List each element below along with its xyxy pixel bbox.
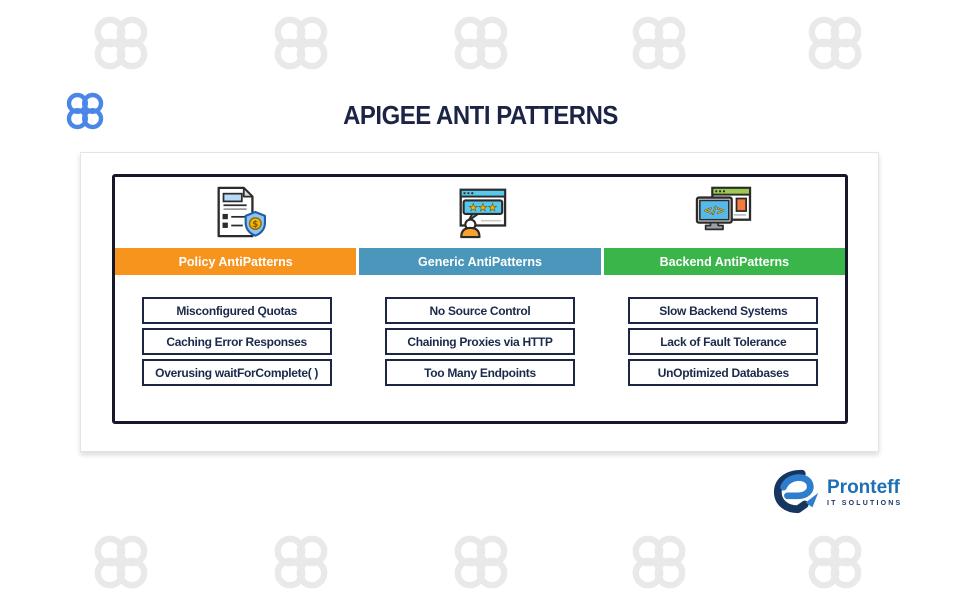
column-header-label: Generic AntiPatterns: [418, 254, 542, 269]
backend-column: Slow Backend Systems Lack of Fault Toler…: [602, 297, 845, 386]
column-header-backend: Backend AntiPatterns: [603, 248, 845, 275]
knot-watermark-icon: [92, 14, 150, 72]
policy-document-shield-icon: $: [217, 186, 266, 238]
pronteff-name: Pronteff: [827, 476, 900, 498]
knot-watermark-icon: [272, 14, 330, 72]
svg-text:★: ★: [468, 202, 478, 214]
user-review-browser-icon: ★ ★ ★: [459, 188, 507, 239]
knot-watermark-icon: [92, 533, 150, 591]
page-title: APIGEE ANTI PATTERNS: [343, 100, 618, 130]
knot-watermark-icon: [272, 533, 330, 591]
svg-text:★: ★: [488, 202, 498, 214]
antipattern-box: Misconfigured Quotas: [141, 297, 332, 324]
pronteff-logo: Pronteff IT SOLUTIONS: [773, 468, 902, 514]
antipattern-columns: Misconfigured Quotas Caching Error Respo…: [115, 297, 845, 386]
code-monitor-icon: </>: [696, 186, 752, 231]
column-header-label: Policy AntiPatterns: [178, 254, 293, 269]
antipattern-box: Lack of Fault Tolerance: [628, 328, 819, 355]
backend-icon-cell: </>: [602, 185, 845, 239]
svg-text:$: $: [252, 220, 258, 230]
pronteff-logo-text: Pronteff IT SOLUTIONS: [827, 476, 903, 507]
column-headers-row: Policy AntiPatterns Generic AntiPatterns…: [115, 248, 845, 275]
antipattern-box: Chaining Proxies via HTTP: [384, 328, 575, 355]
knot-watermark-icon: [452, 14, 510, 72]
pronteff-logo-mark-icon: [773, 469, 819, 514]
knot-watermark-icon: [630, 14, 688, 72]
policy-icon-cell: $: [115, 185, 358, 239]
antipattern-box: Caching Error Responses: [141, 328, 332, 355]
diagram-card: $ ★ ★ ★: [80, 152, 879, 452]
column-header-policy: Policy AntiPatterns: [115, 248, 357, 275]
knot-watermark-icon: [452, 533, 510, 591]
generic-column: No Source Control Chaining Proxies via H…: [358, 297, 601, 386]
antipattern-box: Slow Backend Systems: [628, 297, 819, 324]
column-header-label: Backend AntiPatterns: [659, 254, 790, 269]
antipattern-box: No Source Control: [384, 297, 575, 324]
column-header-generic: Generic AntiPatterns: [359, 248, 601, 275]
knot-watermark-icon: [806, 533, 864, 591]
knot-watermark-icon: [630, 533, 688, 591]
antipattern-box: Overusing waitForComplete( ): [141, 359, 332, 386]
antipattern-box: Too Many Endpoints: [384, 359, 575, 386]
policy-column: Misconfigured Quotas Caching Error Respo…: [115, 297, 358, 386]
knot-watermark-icon: [806, 14, 864, 72]
generic-icon-cell: ★ ★ ★: [358, 185, 601, 239]
pronteff-tagline: IT SOLUTIONS: [827, 499, 903, 507]
diagram-frame: $ ★ ★ ★: [112, 174, 848, 424]
column-icons-row: $ ★ ★ ★: [115, 185, 845, 239]
antipattern-box: UnOptimized Databases: [628, 359, 819, 386]
svg-text:★: ★: [478, 202, 488, 214]
svg-text:</>: </>: [704, 205, 726, 217]
